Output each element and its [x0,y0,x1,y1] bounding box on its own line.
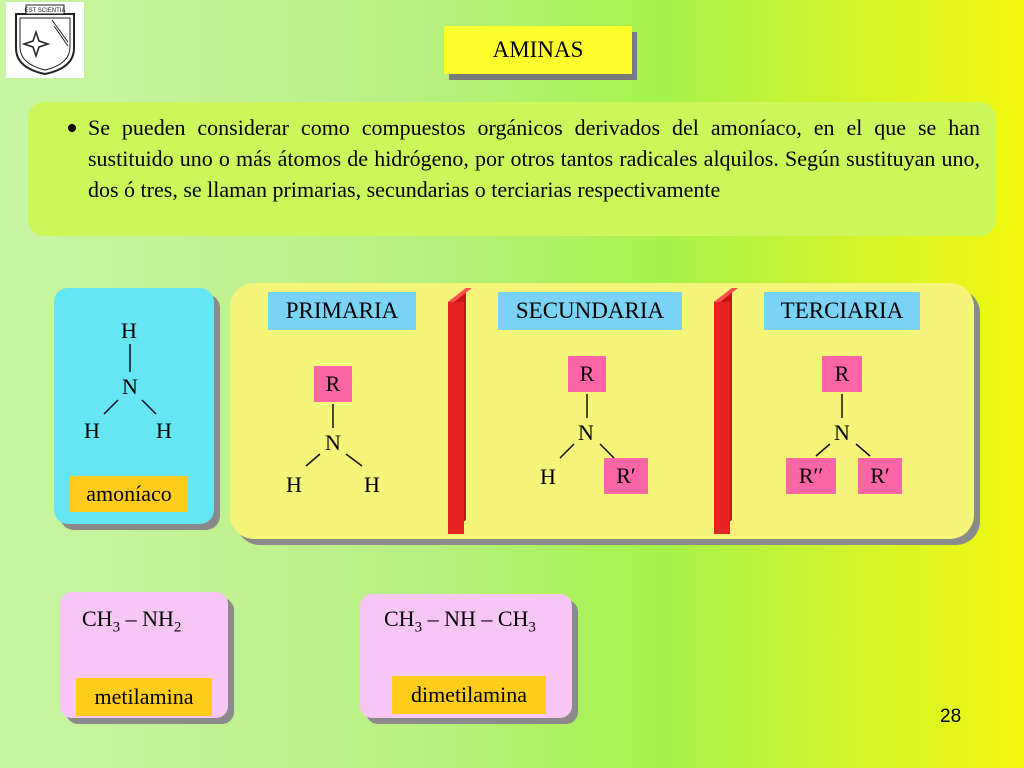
secundaria-right-atom: R′ [616,463,636,488]
page-number: 28 [940,706,962,727]
divider-red-1 [448,288,472,534]
primaria-r-box: R [314,366,352,402]
terciaria-center-atom: N [834,420,850,445]
compass-star-icon: EST SCIENTIA [15,4,75,76]
ammonia-center-atom: N [122,374,138,399]
terciaria-r-box: R [822,356,862,392]
svg-text:EST SCIENTIA: EST SCIENTIA [25,8,66,14]
heading-terciaria-text: TERCIARIA [780,298,904,323]
secundaria-left-atom: H [540,464,556,489]
ammonia-left-atom: H [84,418,100,443]
primaria-bond-left [305,453,321,467]
terciaria-r-prime-box: R′ [858,458,902,494]
ammonia-label-text: amoníaco [86,481,172,506]
example-metilamina-name: metilamina [94,684,194,709]
ammonia-bond-left [103,399,119,415]
example-dimetilamina-formula: CH3 – NH – CH3 [384,606,536,636]
heading-terciaria: TERCIARIA [764,292,920,330]
primaria-left-atom: H [286,472,302,497]
school-logo: EST SCIENTIA [6,2,84,78]
intro-panel: Se pueden considerar como compuestos org… [28,102,996,236]
primaria-top-atom: R [325,371,341,396]
secundaria-bond-right [599,443,615,459]
example-dimetilamina-label: dimetilamina [392,676,546,714]
secundaria-r-box: R [568,356,606,392]
primaria-right-atom: H [364,472,380,497]
terciaria-top-atom: R [834,361,850,386]
secundaria-bond-left [559,443,575,459]
terciaria-bond-right [855,443,871,457]
heading-primaria-text: PRIMARIA [285,298,399,323]
intro-text: Se pueden considerar como compuestos org… [88,115,980,202]
primaria-bond-right [345,453,363,467]
page-title-text: AMINAS [492,37,584,62]
terciaria-bond-left [815,443,831,457]
example-metilamina-formula: CH3 – NH2 [82,606,182,636]
ammonia-top-atom: H [121,318,137,343]
ammonia-label: amoníaco [70,476,188,512]
primaria-center-atom: N [325,430,341,455]
secundaria-top-atom: R [579,361,595,386]
example-metilamina-label: metilamina [76,678,212,716]
terciaria-r-double-prime-box: R′′ [786,458,836,494]
secundaria-r-prime-box: R′ [604,458,648,494]
example-dimetilamina-name: dimetilamina [410,682,528,707]
secundaria-center-atom: N [578,420,594,445]
ammonia-bond-right [141,399,157,415]
terciaria-left-atom: R′′ [798,463,824,488]
terciaria-right-atom: R′ [870,463,890,488]
ammonia-right-atom: H [156,418,172,443]
bullet-icon [68,124,76,132]
heading-primaria: PRIMARIA [268,292,416,330]
heading-secundaria-text: SECUNDARIA [515,298,665,323]
page-title: AMINAS [444,26,632,74]
divider-red-2 [714,288,738,534]
heading-secundaria: SECUNDARIA [498,292,682,330]
